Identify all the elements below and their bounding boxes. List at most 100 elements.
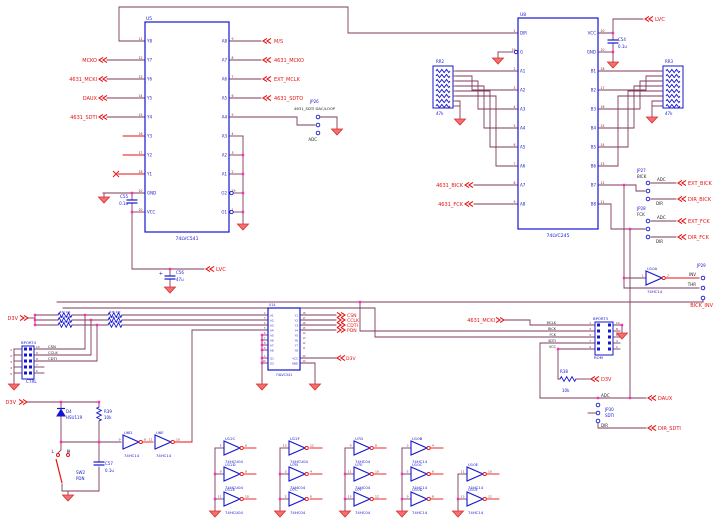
- label-jp27: JP27: [636, 168, 646, 173]
- gate-part-U7E: 74HC04: [355, 485, 371, 490]
- switch-lever-icon: [55, 458, 63, 484]
- gate-part-U12C: 74HCU04: [225, 459, 244, 464]
- header-pin: [29, 371, 32, 375]
- gate-ref-U10C: U10C: [412, 462, 423, 467]
- label-adc: ADC: [657, 215, 666, 220]
- label-inv: INV: [689, 272, 696, 277]
- wire: [131, 211, 205, 270]
- gate-part-U10F: 74HC14: [468, 510, 484, 515]
- pin-U8-GND: GND: [587, 49, 596, 54]
- pinnum: 10: [601, 48, 605, 52]
- pinnum: 12: [139, 56, 143, 60]
- jumper-pin-JP27: [645, 188, 651, 194]
- gate-bubble-icon: [426, 445, 431, 451]
- jumper-pin-JP26: [315, 114, 321, 120]
- jumper-pin-JP29: [700, 285, 706, 291]
- ground-icon: [163, 286, 177, 294]
- gate-bubble-icon: [426, 471, 431, 477]
- pinnum: 10: [303, 360, 306, 363]
- pin-bubble-icon: [229, 190, 234, 196]
- pinnum: 8: [232, 56, 234, 60]
- gate-ref-U12E: U12E: [225, 487, 236, 492]
- label-47k: 47k: [665, 111, 673, 116]
- wire: [597, 75, 664, 91]
- gate-U10F: [466, 491, 485, 507]
- pin-U8-B6: B6: [591, 163, 597, 168]
- pin-U5-Y6: Y6: [146, 76, 152, 81]
- ic-ref-U8: U8: [520, 12, 526, 18]
- jumper-pin-JP30: [595, 402, 601, 408]
- gate-part-U6D: 74HC14: [124, 453, 140, 458]
- pin-U14-Y8: Y8: [295, 348, 299, 352]
- wire: [503, 319, 596, 326]
- label-7: 7: [589, 339, 591, 343]
- pinnum: 19: [512, 48, 516, 52]
- port-chevron-icon: [261, 75, 272, 83]
- label-dir-sdti: DIR_SDTI: [658, 426, 681, 432]
- ic-ref-U5: U5: [146, 16, 152, 22]
- pinnum: 6: [310, 495, 312, 499]
- label-5: 5: [10, 372, 12, 376]
- label-c55: C55: [120, 194, 128, 199]
- label-2: 2: [616, 345, 618, 349]
- label-r34-10k: R34 10k: [60, 320, 71, 324]
- layer-wires: [13, 6, 704, 508]
- pinnum: 15: [601, 124, 605, 128]
- resistor: [435, 68, 451, 74]
- pinnum: 2: [264, 312, 266, 315]
- junction-dot: [130, 191, 134, 195]
- junction-dot: [611, 50, 615, 54]
- pinnum: 11: [303, 347, 306, 350]
- junction-dot: [33, 313, 37, 317]
- layer-parts: [7, 15, 706, 518]
- pin-U8-G: G: [520, 49, 523, 54]
- label-6: 6: [36, 369, 38, 373]
- jumper-pin-JP29: [700, 275, 706, 281]
- wire: [597, 184, 646, 192]
- wire: [597, 85, 664, 129]
- gate-bubble-icon: [426, 496, 431, 502]
- pinnum: 8: [514, 181, 516, 185]
- label-bport4: BPORT4: [21, 340, 37, 345]
- pin-U8-A4: A4: [520, 125, 526, 130]
- pinnum: 12: [375, 495, 379, 499]
- pin-U14-Y4: Y4: [295, 328, 299, 332]
- pin-U5-A4: A4: [222, 114, 228, 119]
- gate-ref-U7E: U7E: [355, 462, 363, 467]
- pin-U14-VCC: VCC: [292, 356, 298, 360]
- label-daux: DAUX: [658, 396, 673, 402]
- pinnum: 4: [264, 322, 266, 325]
- pinnum: 10: [375, 470, 379, 474]
- junction-dot: [400, 497, 404, 501]
- pinnum: 9: [220, 470, 222, 474]
- label-r39: R39: [104, 409, 112, 414]
- label-9: 9: [589, 345, 591, 349]
- ground-icon: [308, 383, 322, 391]
- pinnum: 2: [232, 170, 234, 174]
- resistor: [435, 78, 451, 84]
- gate-part-U10C: 74HC14: [412, 485, 428, 490]
- pinnum: 16: [601, 105, 605, 109]
- pin-U5-A6: A6: [222, 76, 228, 81]
- pinnum: 9: [407, 495, 409, 499]
- gate-bubble-icon: [369, 445, 374, 451]
- pinnum: 5: [264, 327, 266, 330]
- gate-U7B: [288, 466, 307, 482]
- pin-U5-Y8: Y8: [146, 38, 152, 43]
- gate-part-U10B: 74HC14: [412, 459, 428, 464]
- wire: [597, 95, 664, 167]
- gate-bubble-icon: [239, 445, 244, 451]
- gate-part-U7D: 74HC04: [355, 459, 371, 464]
- label-4631-mcki: 4631_MCKI: [467, 318, 495, 324]
- pinnum: 4: [232, 132, 234, 136]
- pinnum: 9: [232, 37, 234, 41]
- ground-icon: [606, 61, 620, 69]
- resistor: [665, 83, 681, 89]
- ground-icon: [255, 383, 269, 391]
- junction-dot: [241, 210, 245, 214]
- gate-U10B: [410, 440, 429, 456]
- gate-U10E: [466, 466, 485, 482]
- ic-U8: [517, 17, 599, 230]
- pin-U5-Y7: Y7: [146, 57, 152, 62]
- pin-U5-A3: A3: [222, 133, 228, 138]
